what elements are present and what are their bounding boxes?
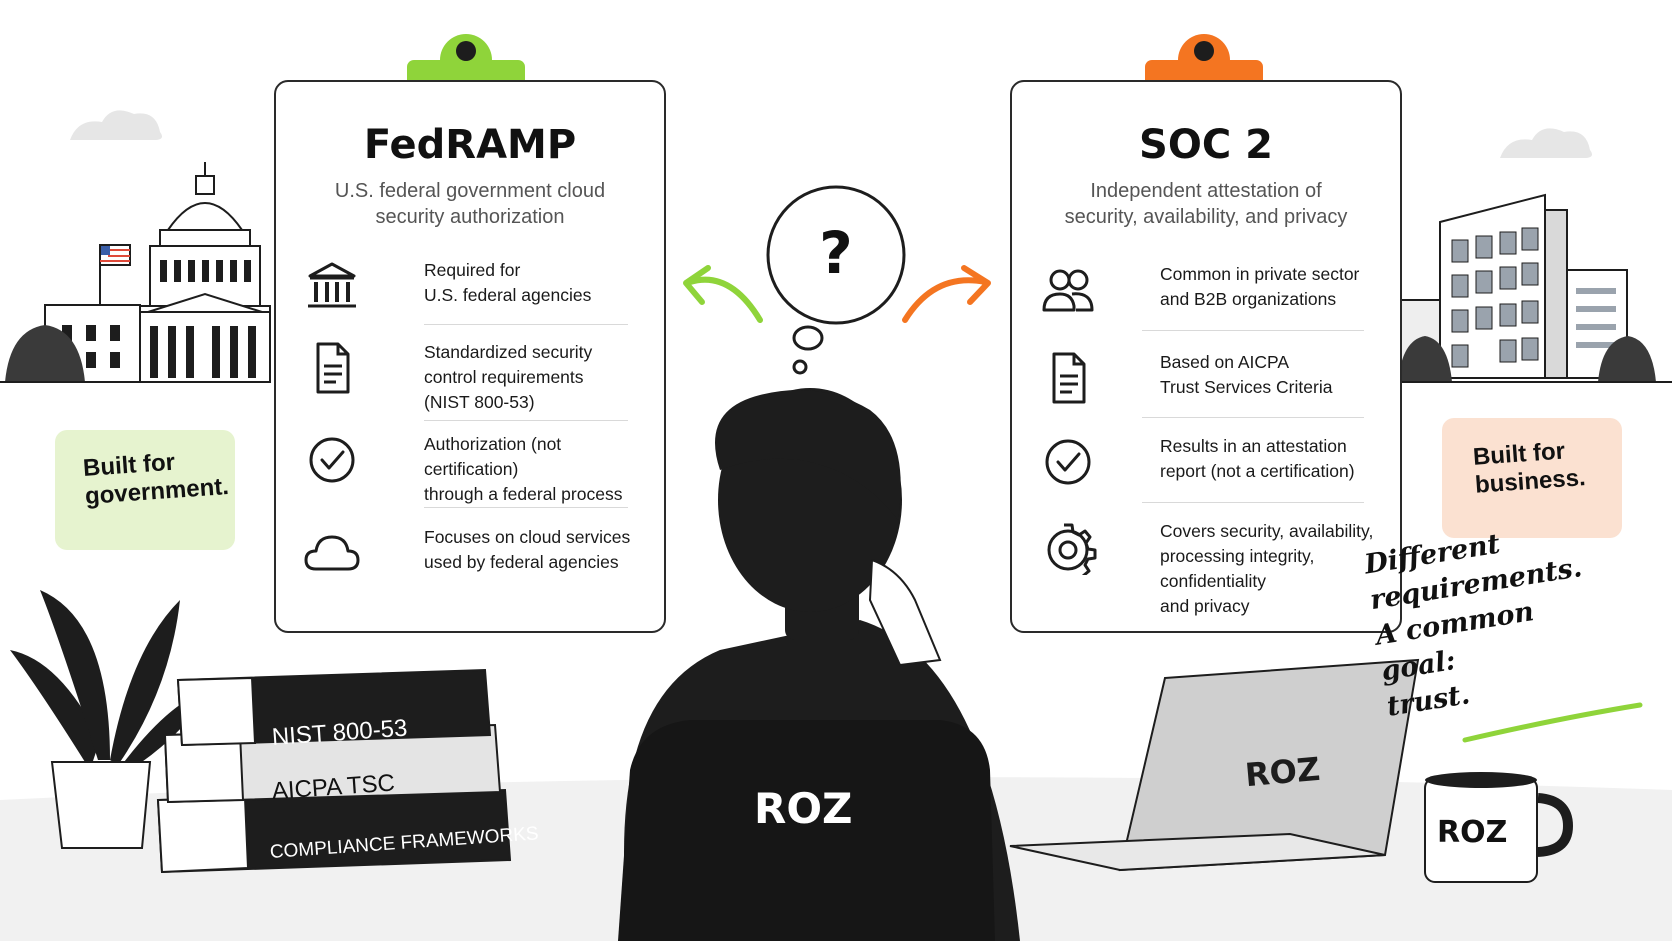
- check-circle-icon: [1045, 439, 1091, 485]
- fedramp-row-1-text: Required for U.S. federal agencies: [424, 260, 592, 305]
- question-mark: ?: [819, 219, 853, 287]
- federal-building-icon: [308, 262, 356, 308]
- arrow-left-green: [687, 276, 763, 323]
- fedramp-row-2-text: Standardized security control requiremen…: [424, 342, 593, 412]
- soc2-title: SOC 2: [1139, 122, 1273, 168]
- gear-icon: [1047, 523, 1097, 575]
- fedramp-row-3-text: Authorization (not certification) throug…: [424, 434, 623, 504]
- plant-pot: [50, 761, 152, 849]
- arrow-right-orange: [902, 277, 988, 323]
- soc2-divider-1: [1142, 330, 1364, 331]
- brand-laptop: ROZ: [1243, 749, 1322, 795]
- soc2-subtitle: Independent attestation of security, ava…: [1064, 180, 1348, 228]
- laptop: [1009, 658, 1420, 872]
- capitol-building: [44, 162, 271, 383]
- fedramp-divider-3: [424, 507, 628, 508]
- trees-right: [1398, 336, 1656, 382]
- note-business: [1442, 418, 1622, 538]
- soc2-clip-hole: [1194, 41, 1214, 61]
- tree-left: [5, 325, 85, 382]
- brand-mug: ROZ: [1437, 815, 1508, 850]
- note-business-text: Built for business.: [1472, 437, 1587, 499]
- cloud-icon: [304, 535, 360, 571]
- document-icon: [1052, 352, 1086, 404]
- soc2-divider-2: [1142, 417, 1364, 418]
- hand: [868, 558, 942, 667]
- soc2-row-2-text: Based on AICPA Trust Services Criteria: [1160, 352, 1333, 397]
- fedramp-clip-hole: [456, 41, 476, 61]
- fedramp-row-4-text: Focuses on cloud services used by federa…: [424, 527, 631, 572]
- fedramp-card: FedRAMP U.S. federal government cloud se…: [274, 80, 666, 633]
- soc2-divider-3: [1142, 502, 1364, 503]
- chair-back: [618, 720, 995, 941]
- book-stack: [156, 668, 512, 874]
- note-government-text: Built for government.: [82, 448, 230, 510]
- cloud-left: [70, 110, 162, 140]
- thought-bubble: [766, 185, 906, 375]
- fedramp-divider-2: [424, 420, 628, 421]
- soc2-row-4-text: Covers security, availability, processin…: [1160, 521, 1374, 616]
- users-icon: [1042, 269, 1094, 312]
- underline-handwritten: [1462, 702, 1643, 743]
- soc2-card: SOC 2 Independent attestation of securit…: [1010, 80, 1402, 633]
- check-circle-icon: [309, 437, 355, 483]
- note-government: [55, 430, 235, 550]
- fedramp-title: FedRAMP: [363, 122, 577, 168]
- soc2-row-1-text: Common in private sector and B2B organiz…: [1160, 264, 1360, 309]
- soc2-row-3-text: Results in an attestation report (not a …: [1160, 436, 1355, 481]
- document-icon: [316, 342, 350, 394]
- fedramp-subtitle: U.S. federal government cloud security a…: [334, 180, 606, 228]
- cloud-right: [1500, 128, 1592, 158]
- handwritten-note: Different requirements. A common goal: t…: [1362, 528, 1585, 723]
- mug: [1424, 772, 1574, 883]
- brand-chair: ROZ: [754, 784, 853, 833]
- fedramp-divider-1: [424, 324, 628, 325]
